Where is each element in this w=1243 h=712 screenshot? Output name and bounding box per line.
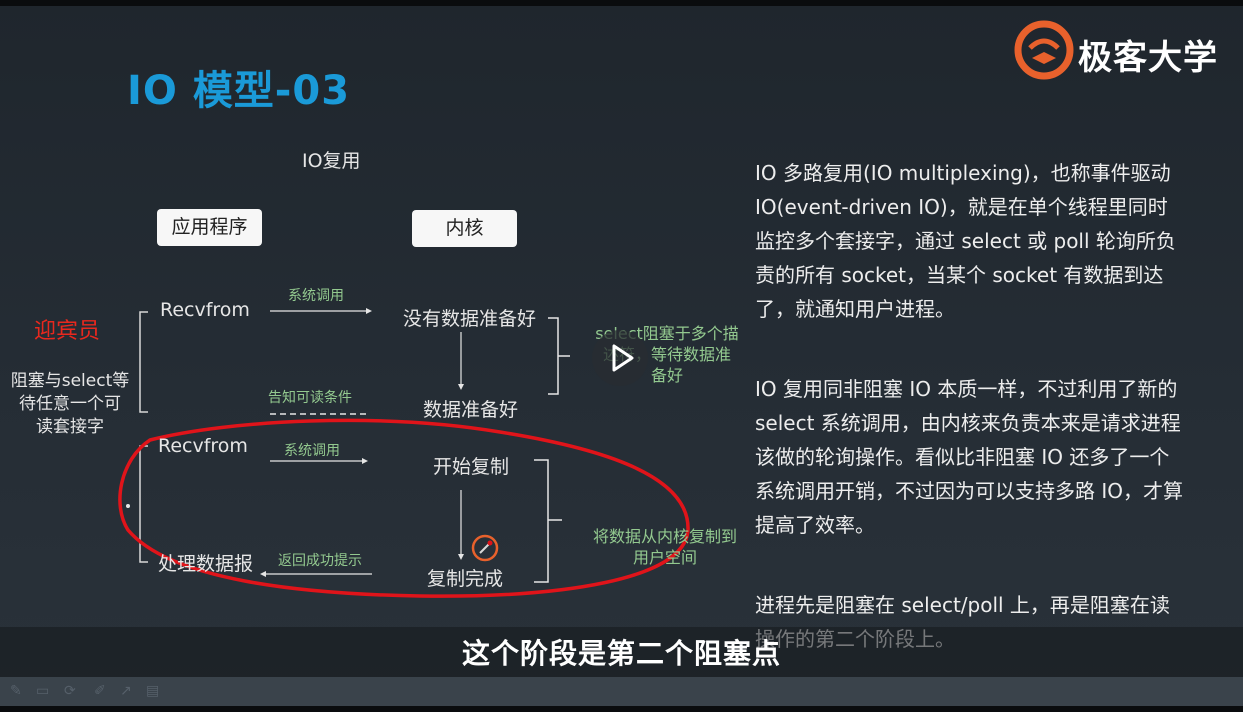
play-button[interactable]: [592, 330, 648, 386]
red-annotation-ellipse: [118, 418, 690, 598]
edit-icon[interactable]: ✐: [94, 683, 106, 699]
note-icon[interactable]: ▤: [146, 683, 160, 699]
pointer-cursor-icon: [471, 534, 499, 562]
start-copy-label: 开始复制: [433, 456, 510, 478]
recvfrom-1: Recvfrom: [160, 299, 250, 321]
return-label: 返回成功提示: [278, 553, 362, 569]
select-brace: [548, 317, 559, 395]
phase1-brace: [139, 311, 148, 413]
brand-logo: 极客大学: [1012, 18, 1232, 82]
share-icon[interactable]: ⟳: [64, 683, 76, 699]
arrow-icon[interactable]: ↗: [120, 683, 132, 699]
kernel-label: 内核: [412, 210, 517, 247]
copy-brace: [534, 459, 549, 583]
slide-title: IO 模型-03: [127, 68, 351, 114]
paragraph-2: IO 复用同非阻塞 IO 本质一样，不过利用了新的 select 系统调用，由内…: [755, 377, 1183, 537]
geek-logo-icon: [1014, 20, 1074, 80]
copy-done-label: 复制完成: [427, 568, 504, 590]
copy-note: 将数据从内核复制到 用户空间: [592, 527, 737, 567]
syscall-label-1: 系统调用: [288, 288, 344, 304]
syscall-label-2: 系统调用: [284, 443, 340, 459]
data-ready-label: 数据准备好: [423, 399, 519, 421]
subtitle-text: 这个阶段是第二个阻塞点: [461, 637, 781, 670]
guest-label: 迎宾员: [34, 319, 101, 344]
pen-icon[interactable]: ✎: [10, 683, 22, 699]
play-icon: [612, 344, 634, 372]
top-border: [0, 0, 1243, 6]
subtitle-background: [0, 627, 1243, 677]
notify-label: 告知可读条件: [268, 390, 352, 406]
brand-name: 极客大学: [1078, 38, 1218, 78]
bottom-border: [0, 706, 1243, 712]
app-label: 应用程序: [157, 209, 262, 246]
not-ready-label: 没有数据准备好: [403, 308, 537, 330]
process-data-label: 处理数据报: [158, 553, 254, 575]
diagram-heading: IO复用: [302, 150, 361, 172]
rect-icon[interactable]: ▭: [36, 683, 50, 699]
paragraph-1: IO 多路复用(IO multiplexing)，也称事件驱动 IO(event…: [755, 161, 1176, 321]
block-note: 阻塞与select等 待任意一个可 读套接字: [10, 371, 130, 437]
recvfrom-2: Recvfrom: [158, 435, 248, 457]
